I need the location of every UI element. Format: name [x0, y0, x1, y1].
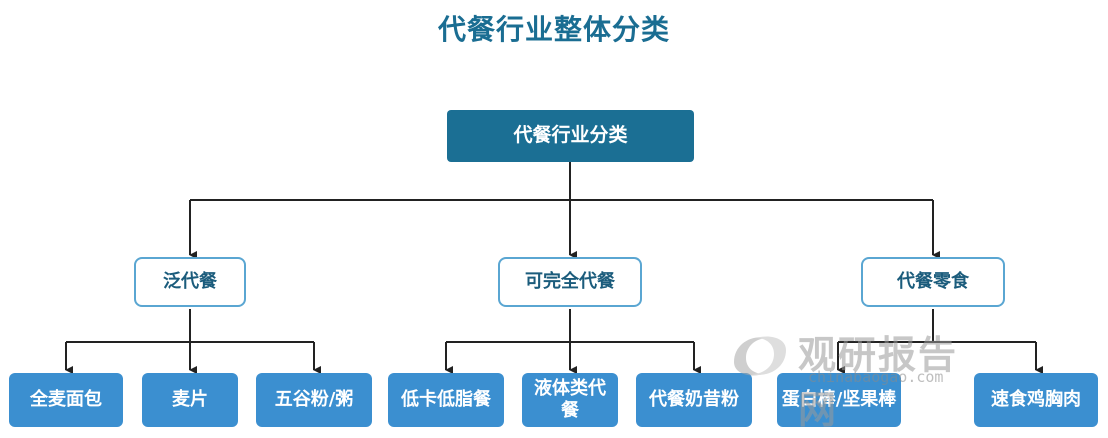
root-node: 代餐行业分类: [447, 110, 694, 162]
watermark-url: chinabaogao.com: [808, 368, 944, 386]
category-node-ke-wan-quan-dai-can: 可完全代餐: [498, 257, 642, 307]
leaf-node-dan-bai-bang-jian-guo-bang: 蛋白棒/坚果棒: [777, 373, 901, 427]
category-node-dai-can-ling-shi: 代餐零食: [861, 257, 1005, 307]
watermark-name: 观研报告网: [798, 333, 959, 432]
watermark-logo-icon: [734, 336, 786, 376]
leaf-node-wu-gu-fen-zhou: 五谷粉/粥: [256, 373, 372, 427]
watermark: 观研报告网 chinabaogao.com: [726, 324, 996, 432]
leaf-node-quan-mai-mian-bao: 全麦面包: [9, 373, 123, 427]
diagram-title: 代餐行业整体分类: [437, 13, 670, 46]
leaf-node-dai-can-nai-xi-fen: 代餐奶昔粉: [636, 373, 752, 427]
leaf-node-su-shi-ji-xiong-rou: 速食鸡胸肉: [974, 373, 1098, 427]
category-node-fan-dai-can: 泛代餐: [134, 257, 246, 307]
leaf-node-mai-pian: 麦片: [142, 373, 238, 427]
leaf-node-di-ka-di-zhi-can: 低卡低脂餐: [388, 373, 504, 427]
leaf-node-ye-ti-lei-dai-can: 液体类代餐: [522, 373, 618, 427]
